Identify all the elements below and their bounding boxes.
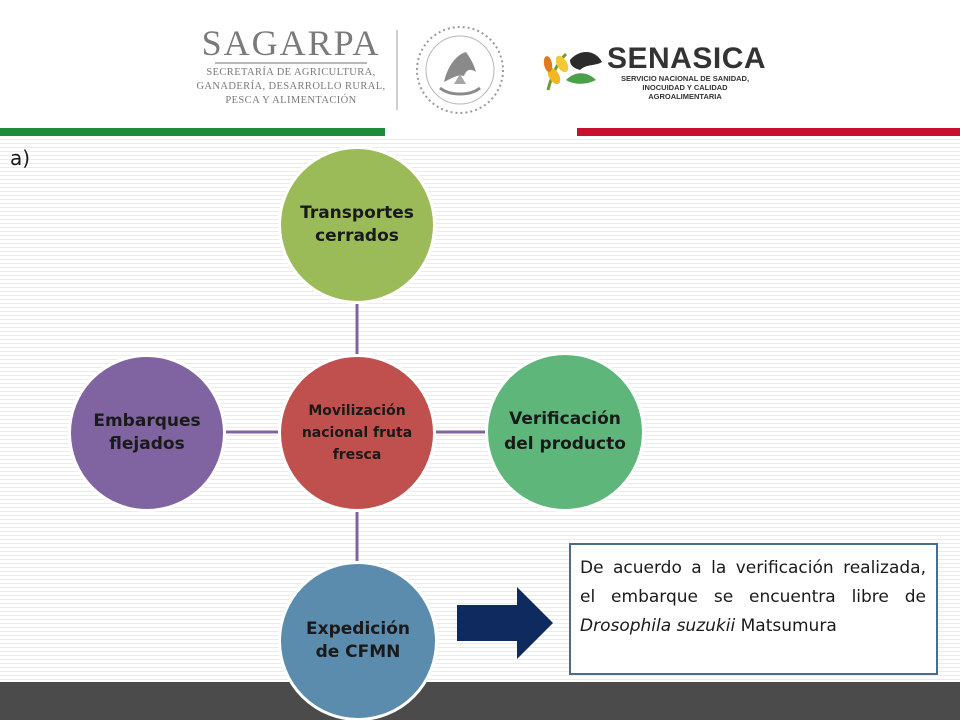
header-stripe-red xyxy=(577,128,960,136)
senasica-title: SENASICA xyxy=(607,42,767,75)
note-text-after: Matsumura xyxy=(735,616,837,636)
slide-label: a) xyxy=(10,146,31,170)
sagarpa-logo: SAGARPA SECRETARÍA DE AGRICULTURA, GANAD… xyxy=(196,24,386,116)
mexican-coat-of-arms-icon xyxy=(416,26,504,114)
senasica-line-2: INOCUIDAD Y CALIDAD xyxy=(642,83,728,92)
node-label: Verificación del producto xyxy=(504,409,626,454)
node-label: Embarques flejados xyxy=(93,411,201,454)
header: SAGARPA SECRETARÍA DE AGRICULTURA, GANAD… xyxy=(0,0,960,128)
header-stripe-green xyxy=(0,128,385,136)
node-label: Expedición de CFMN xyxy=(306,619,410,662)
node-verificacion-producto: Verificación del producto xyxy=(485,352,645,512)
node-label: Movilización nacional fruta fresca xyxy=(301,403,413,463)
footer-bar xyxy=(0,682,960,720)
node-label: Transportes cerrados xyxy=(300,203,414,246)
node-embarques-flejados: Embarques flejados xyxy=(68,354,226,512)
sagarpa-line-1: SECRETARÍA DE AGRICULTURA, xyxy=(206,67,376,78)
right-arrow-icon xyxy=(457,587,553,659)
sagarpa-title: SAGARPA xyxy=(201,23,381,63)
sagarpa-rule xyxy=(215,62,367,64)
verification-note: De acuerdo a la verificación realizada, … xyxy=(569,543,938,675)
sagarpa-line-3: PESCA Y ALIMENTACIÓN xyxy=(225,95,357,106)
node-expedicion-cfmn: Expedición de CFMN xyxy=(278,561,438,721)
senasica-line-3: AGROALIMENTARIA xyxy=(648,92,722,101)
senasica-line-1: SERVICIO NACIONAL DE SANIDAD, xyxy=(620,74,750,83)
sagarpa-line-2: GANADERÍA, DESARROLLO RURAL, xyxy=(196,81,386,92)
note-text-before: De acuerdo a la verificación realizada, … xyxy=(580,558,926,607)
node-transportes-cerrados: Transportes cerrados xyxy=(278,146,436,304)
node-movilizacion-nacional: Movilización nacional fruta fresca xyxy=(278,354,436,512)
note-species: Drosophila suzukii xyxy=(580,616,736,636)
logo-divider xyxy=(396,30,398,110)
senasica-wheat-icon xyxy=(543,51,602,91)
senasica-subtitle: SERVICIO NACIONAL DE SANIDAD, INOCUIDAD … xyxy=(600,74,770,101)
